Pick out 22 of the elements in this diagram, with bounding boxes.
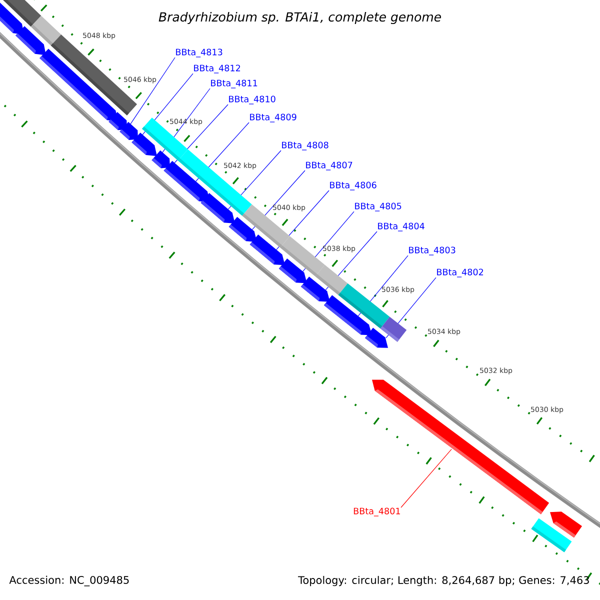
gene-label: BBta_4802 <box>437 268 484 278</box>
gene-block <box>120 122 138 140</box>
gene-block <box>152 150 170 168</box>
gene-label: BBta_4805 <box>355 202 402 212</box>
leader-line <box>400 448 452 508</box>
genome-info-text: Topology: circular; Length: 8,264,687 bp; Genes: 7,463 <box>298 576 589 586</box>
gene-label: BBta_4809 <box>250 114 296 122</box>
gene-label: BBta_4807 <box>306 162 352 170</box>
gene-label: BBta_4813 <box>176 48 222 58</box>
gene-label: BBta_4811 <box>211 80 258 88</box>
leader-line <box>130 57 176 124</box>
gene-label: BBta_4810 <box>229 96 276 104</box>
gene-label: BBta_4806 <box>330 182 376 190</box>
gene-block <box>0 0 24 35</box>
gene-label: BBta_4804 <box>378 222 424 232</box>
gene-block <box>550 512 582 538</box>
gene-label: BBta_4812 <box>194 64 240 74</box>
accession-text: Accession: NC_009485 <box>9 576 129 586</box>
gene-label: BBta_4801 <box>354 508 400 516</box>
title: Bradyrhizobium sp. BTAi1, complete genome <box>158 12 441 24</box>
gene-label: BBta_4808 <box>282 142 328 150</box>
gene-label: BBta_4803 <box>409 246 456 256</box>
